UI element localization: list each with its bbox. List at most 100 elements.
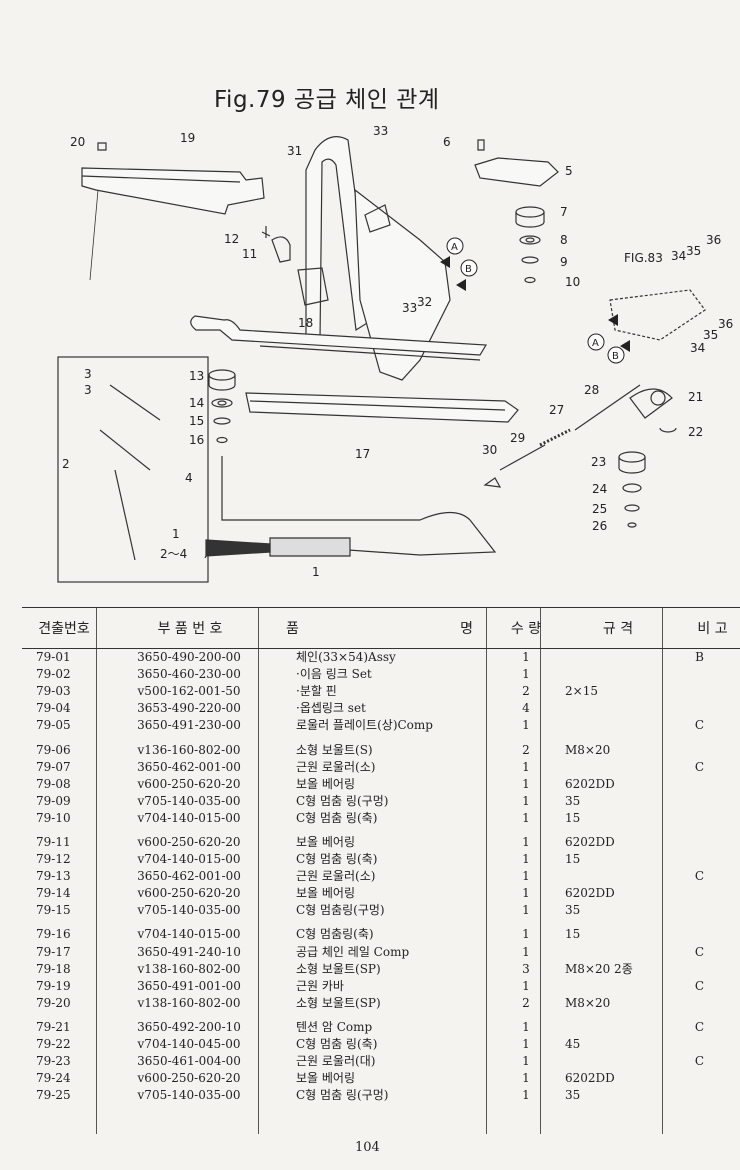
quantity-cell: 1 <box>522 1088 530 1103</box>
part-number-cell: v704-140-015-00 <box>137 810 241 825</box>
callout: 16 <box>189 433 204 447</box>
item-number-cell: 79-16 <box>36 927 71 942</box>
callout: 18 <box>298 316 313 330</box>
callout: 15 <box>189 414 204 428</box>
remark-cell <box>685 683 740 700</box>
header-spec: 규 격 <box>551 607 685 649</box>
part-number-cell: 3650-460-230-00 <box>137 667 241 682</box>
quantity-cell: 1 <box>522 886 530 901</box>
part-number-cell: v600-250-620-20 <box>137 886 241 901</box>
callout: 13 <box>189 369 204 383</box>
specification-cell <box>551 978 685 995</box>
callout: 9 <box>560 255 568 269</box>
column-divider <box>258 607 259 1134</box>
callout: 5 <box>565 164 573 178</box>
specification-cell: 2×15 <box>565 684 598 699</box>
part-number-cell: v704-140-045-00 <box>137 1037 241 1052</box>
callout: 33 <box>402 301 417 315</box>
callout: 3 <box>84 383 92 397</box>
item-number-cell: 79-03 <box>36 684 71 699</box>
remark-cell <box>685 827 740 851</box>
remark-cell <box>685 793 740 810</box>
callout: 32 <box>417 295 432 309</box>
quantity-cell: 1 <box>522 927 530 942</box>
item-number-cell: 79-13 <box>36 869 71 884</box>
roller-plate-5-frame <box>354 188 451 381</box>
callout: 34 <box>671 249 686 263</box>
column-divider <box>96 607 97 1134</box>
item-number-cell: 79-25 <box>36 1088 71 1103</box>
chain-rail-17 <box>245 392 519 423</box>
item-number-cell: 79-22 <box>36 1037 71 1052</box>
part-name-cell: 공급 체인 레일 Comp <box>296 944 410 959</box>
quantity-cell: 1 <box>522 834 530 849</box>
callout: 1 <box>312 565 320 579</box>
item-number-cell: 79-23 <box>36 1054 71 1069</box>
quantity-cell: 1 <box>522 793 530 808</box>
part-number-cell: 3650-492-200-10 <box>137 1019 241 1034</box>
item-number-cell: 79-19 <box>36 978 71 993</box>
remark-cell <box>685 776 740 793</box>
quantity-cell: 1 <box>522 903 530 918</box>
item-number-cell: 79-17 <box>36 944 71 959</box>
callout: 35 <box>686 244 701 258</box>
specification-cell <box>551 944 685 961</box>
quantity-cell: 1 <box>522 1037 530 1052</box>
quantity-cell: 1 <box>522 869 530 884</box>
part-name-cell: 근원 로울러(소) <box>296 869 376 884</box>
callout: 6 <box>443 135 451 149</box>
quantity-cell: 1 <box>522 776 530 791</box>
callout: 27 <box>549 403 564 417</box>
part-number-cell: v138-160-802-00 <box>137 995 241 1010</box>
callout: 36 <box>718 317 733 331</box>
remark-cell <box>685 995 740 1012</box>
remark-cell <box>685 1036 740 1053</box>
bracket-31 <box>305 136 373 341</box>
part-number-cell: 3650-490-200-00 <box>137 650 241 665</box>
callout-marker: A <box>592 338 599 349</box>
callout: 28 <box>584 383 599 397</box>
quantity-cell: 4 <box>522 701 530 716</box>
page-number: 104 <box>355 1140 380 1155</box>
specification-cell: 6202DD <box>565 886 615 901</box>
part-number-cell: v600-250-620-20 <box>137 776 241 791</box>
part-number-cell: v705-140-035-00 <box>137 793 241 808</box>
part-name-cell: 소형 보울트(SP) <box>296 995 381 1010</box>
part-number-cell: v500-162-001-50 <box>137 684 241 699</box>
specification-cell: 35 <box>565 1088 581 1103</box>
specification-cell <box>551 868 685 885</box>
part-name-cell: C형 멈춤 링(축) <box>296 852 378 867</box>
item-number-cell: 79-15 <box>36 903 71 918</box>
part-name-cell: 보올 베어링 <box>296 1071 356 1086</box>
callout: 20 <box>70 135 85 149</box>
cover-19 <box>81 167 265 215</box>
callout: FIG.83 <box>624 251 663 265</box>
specification-cell: 6202DD <box>565 776 615 791</box>
part-name-cell: 소형 보울트(S) <box>296 742 373 757</box>
callout: 11 <box>242 247 257 261</box>
remark-cell: C <box>694 944 705 959</box>
quantity-cell: 2 <box>522 742 530 757</box>
specification-cell: M8×20 2종 <box>565 961 633 976</box>
remark-cell: C <box>694 1019 705 1034</box>
part-name-cell: ·이음 링크 Set <box>296 667 372 682</box>
remark-cell <box>685 902 740 919</box>
header-note: 비 고 <box>685 607 740 649</box>
quantity-cell: 1 <box>522 759 530 774</box>
item-number-cell: 79-21 <box>36 1019 71 1034</box>
quantity-cell: 1 <box>522 810 530 825</box>
item-number-cell: 79-06 <box>36 742 71 757</box>
remark-cell: C <box>694 869 705 884</box>
callout: 17 <box>355 447 370 461</box>
callout: 25 <box>592 502 607 516</box>
